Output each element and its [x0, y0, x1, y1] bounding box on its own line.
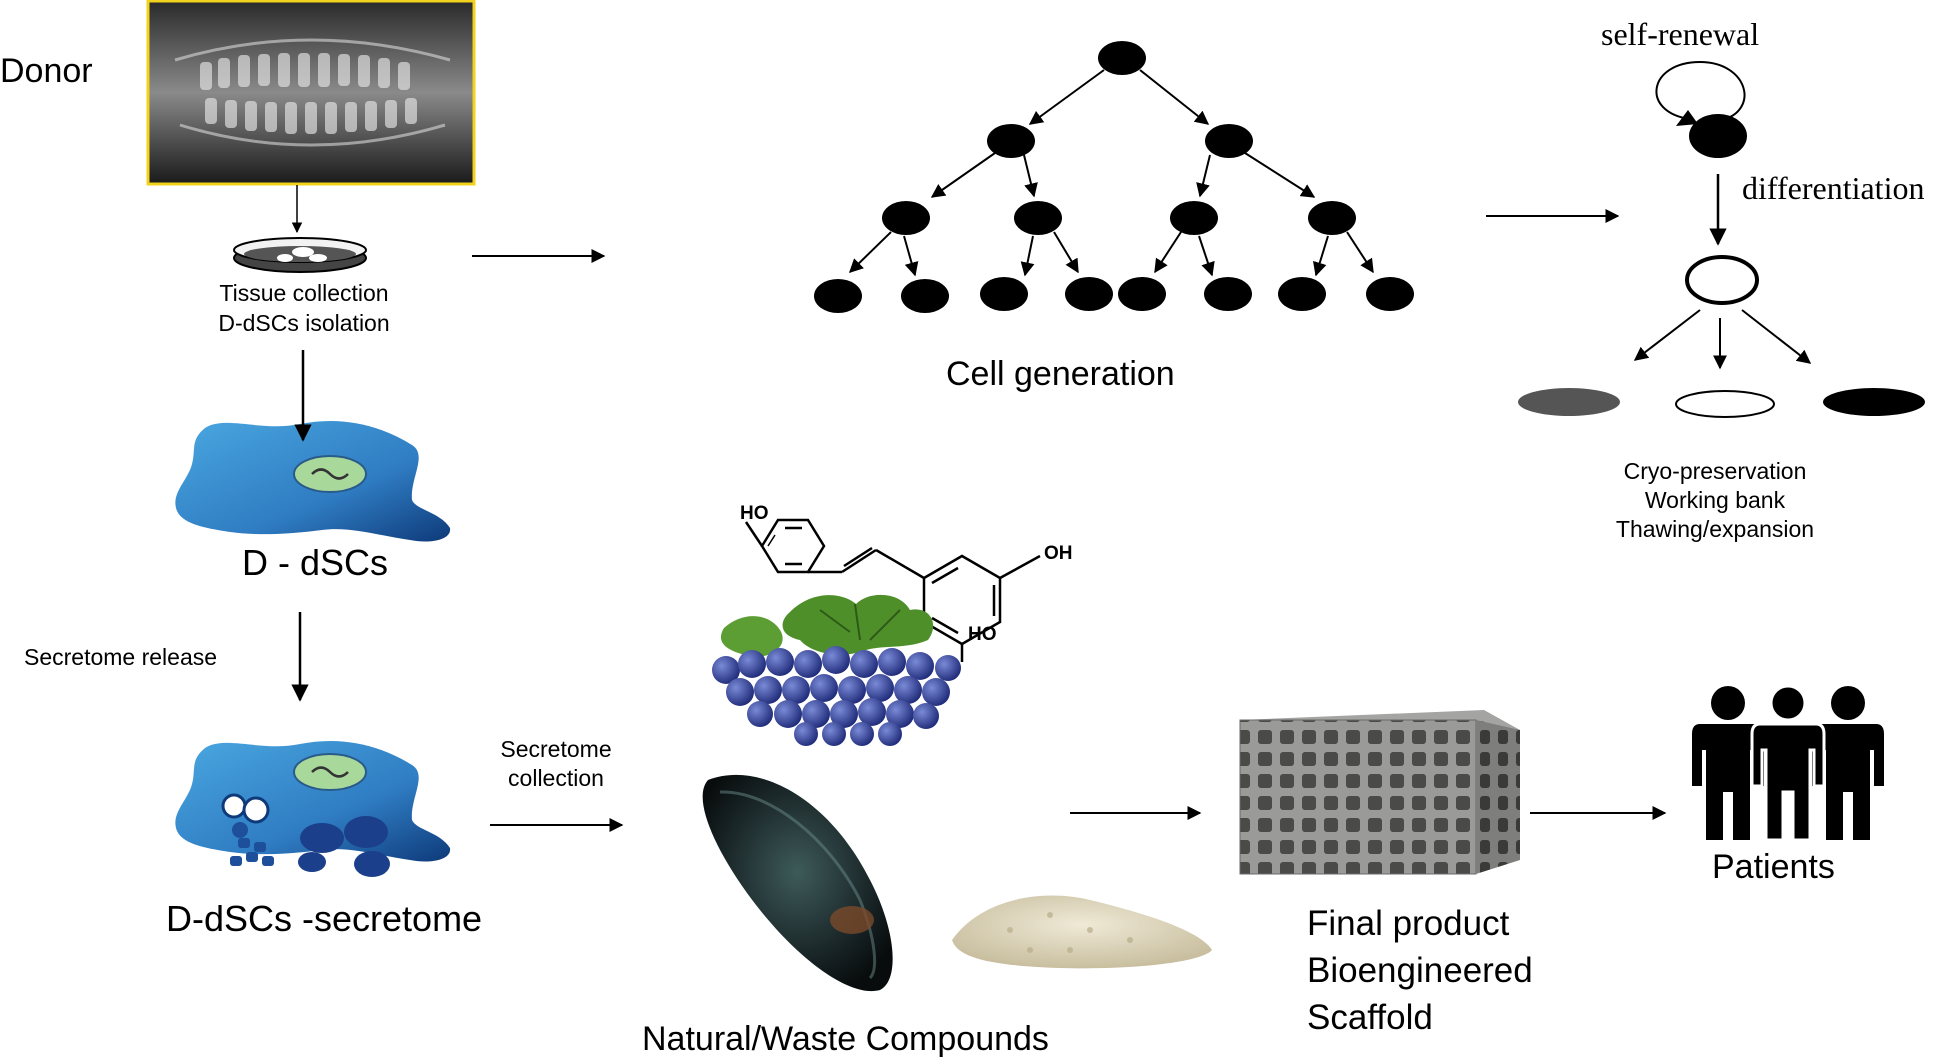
tissue-collection-label: Tissue collection	[219, 280, 389, 306]
scaffold-label: Scaffold	[1307, 998, 1433, 1037]
secreting-cell-illustration	[175, 740, 451, 877]
secretome-release-label: Secretome release	[24, 644, 218, 670]
exosome-cluster-icon	[230, 838, 274, 866]
final-product-label: Final product	[1307, 904, 1510, 943]
differentiated-cell-black	[1823, 388, 1925, 416]
petri-dish-icon	[233, 237, 367, 273]
natural-waste-compounds-label: Natural/Waste Compounds	[642, 1020, 1049, 1058]
d-dscs-label: D - dSCs	[242, 542, 389, 583]
chem-oh-right-label: OH	[1044, 543, 1073, 564]
powder-pile-image	[952, 895, 1212, 969]
patients-icon	[1692, 684, 1884, 842]
isolation-label: D-dSCs isolation	[218, 310, 390, 336]
cell-generation-tree	[848, 69, 1374, 277]
secretome-collection-label-2: collection	[508, 765, 604, 791]
grapes-image	[712, 594, 961, 746]
differentiation-label: differentiation	[1742, 170, 1925, 206]
vesicle-icon	[221, 793, 270, 838]
differentiated-cell-gray	[1518, 388, 1620, 416]
patients-label: Patients	[1712, 848, 1835, 886]
self-renewal-label: self-renewal	[1601, 16, 1760, 52]
scaffold-cube-image	[1239, 710, 1520, 875]
d-dscs-secretome-label: D-dSCs -secretome	[166, 898, 483, 939]
differentiated-cell-white	[1675, 390, 1775, 418]
progenitor-cell-node	[1685, 255, 1759, 305]
donor-label: Donor	[0, 52, 93, 90]
stem-cell-illustration	[175, 420, 451, 542]
cell-nodes	[814, 41, 1414, 313]
secretome-collection-label-1: Secretome	[500, 736, 612, 762]
thawing-expansion-label: Thawing/expansion	[1615, 516, 1815, 542]
resveratrol-structure	[744, 518, 1041, 662]
self-renewal-diagram	[1518, 60, 1925, 418]
large-vesicle-icon	[298, 816, 390, 877]
stem-cell-node	[1689, 114, 1747, 158]
cell-generation-label: Cell generation	[946, 355, 1175, 393]
mussel-shell-image	[702, 774, 893, 992]
dental-xray-image	[146, 0, 476, 186]
bioengineered-label: Bioengineered	[1307, 951, 1533, 990]
chem-ho-top-label: HO	[740, 503, 769, 524]
cryo-preservation-label: Cryo-preservation	[1623, 458, 1807, 484]
working-bank-label: Working bank	[1644, 487, 1786, 513]
chem-ho-bottom-label: HO	[968, 624, 997, 645]
